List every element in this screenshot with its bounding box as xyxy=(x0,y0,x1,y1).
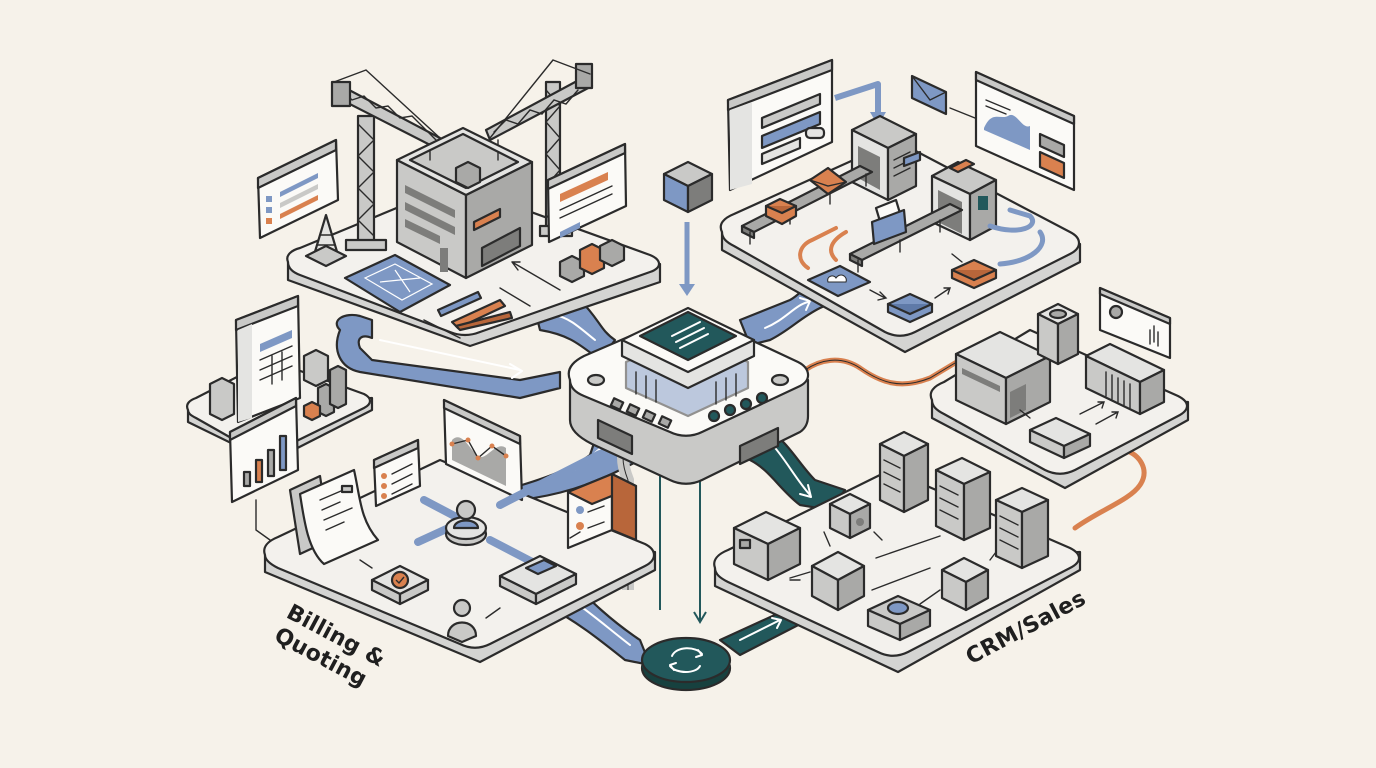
server-tower-2 xyxy=(934,456,992,542)
billing-zone xyxy=(288,398,638,644)
orange-link-crm xyxy=(1072,447,1147,531)
spreadsheet-panel xyxy=(234,294,302,424)
box-small xyxy=(810,550,866,612)
billing-arrows xyxy=(359,531,581,619)
sync-node xyxy=(640,636,732,692)
process-node-orange xyxy=(950,258,998,290)
quote-card-icon xyxy=(498,554,578,606)
process-node-blue xyxy=(886,292,934,324)
mail-notification-icon xyxy=(910,74,976,119)
storage-cylinder xyxy=(1036,302,1080,366)
central-hub xyxy=(567,306,810,485)
invoice-document-icon xyxy=(288,468,380,566)
line-chart-panel xyxy=(442,398,524,502)
box-large xyxy=(732,510,802,582)
processing-machine-icon xyxy=(850,114,918,202)
sync-icon xyxy=(669,647,703,673)
hub-ports xyxy=(609,391,769,429)
envelope-icon xyxy=(808,166,848,196)
construction-zone xyxy=(256,59,628,339)
user-icon xyxy=(446,598,478,644)
infrastructure-zone xyxy=(954,286,1172,460)
order-form-panel xyxy=(726,58,834,192)
crm-arrows xyxy=(789,531,997,605)
small-crate xyxy=(940,556,990,612)
building-icon xyxy=(395,126,534,280)
crane-left-icon xyxy=(330,69,442,252)
fulfillment-zone xyxy=(726,58,1076,324)
server-unit-large xyxy=(954,330,1052,426)
server-tower-3 xyxy=(994,486,1050,570)
user-node-icon xyxy=(444,499,488,547)
process-arrows xyxy=(869,253,963,301)
order-arrow xyxy=(834,81,881,118)
package-icon xyxy=(764,197,798,226)
task-list-panel xyxy=(256,138,340,240)
orange-block xyxy=(302,400,322,422)
bar-block-2 xyxy=(328,364,348,410)
schedule-panel xyxy=(546,142,628,244)
check-icon xyxy=(390,570,410,590)
analytics-zone xyxy=(208,294,348,541)
data-cube-icon xyxy=(662,160,714,214)
gear-icon xyxy=(1108,304,1124,320)
checklist-panel xyxy=(372,438,422,508)
contact-card-icon xyxy=(566,472,638,550)
dashboard-panel xyxy=(974,70,1076,192)
teal-line-down xyxy=(659,475,707,624)
measure-arrows xyxy=(499,261,561,307)
gear-cube xyxy=(828,492,872,540)
crm-zone xyxy=(732,430,1050,642)
network-switch xyxy=(1028,416,1092,460)
blue-loop-arrows xyxy=(987,207,1045,267)
server-tower-1 xyxy=(878,430,930,514)
tools-icon xyxy=(423,290,514,339)
cloud-tile-icon xyxy=(806,264,872,298)
rack-unit xyxy=(1084,342,1166,416)
cube-gray-2 xyxy=(302,348,330,388)
billing-crosspath xyxy=(414,450,604,570)
traffic-cone-icon xyxy=(304,213,348,268)
material-blocks-icon xyxy=(558,238,626,284)
approval-node-icon xyxy=(370,564,430,606)
switch-arrows xyxy=(1019,401,1119,425)
bar-chart-panel xyxy=(228,396,300,504)
blueprint-icon xyxy=(343,253,452,314)
blue-flow-left xyxy=(335,313,562,400)
settings-panel xyxy=(1098,286,1172,360)
cube-gray-1 xyxy=(208,376,236,422)
orange-flow-arrows xyxy=(798,226,848,270)
mail-tray-icon xyxy=(870,198,908,246)
database-node xyxy=(866,594,932,642)
